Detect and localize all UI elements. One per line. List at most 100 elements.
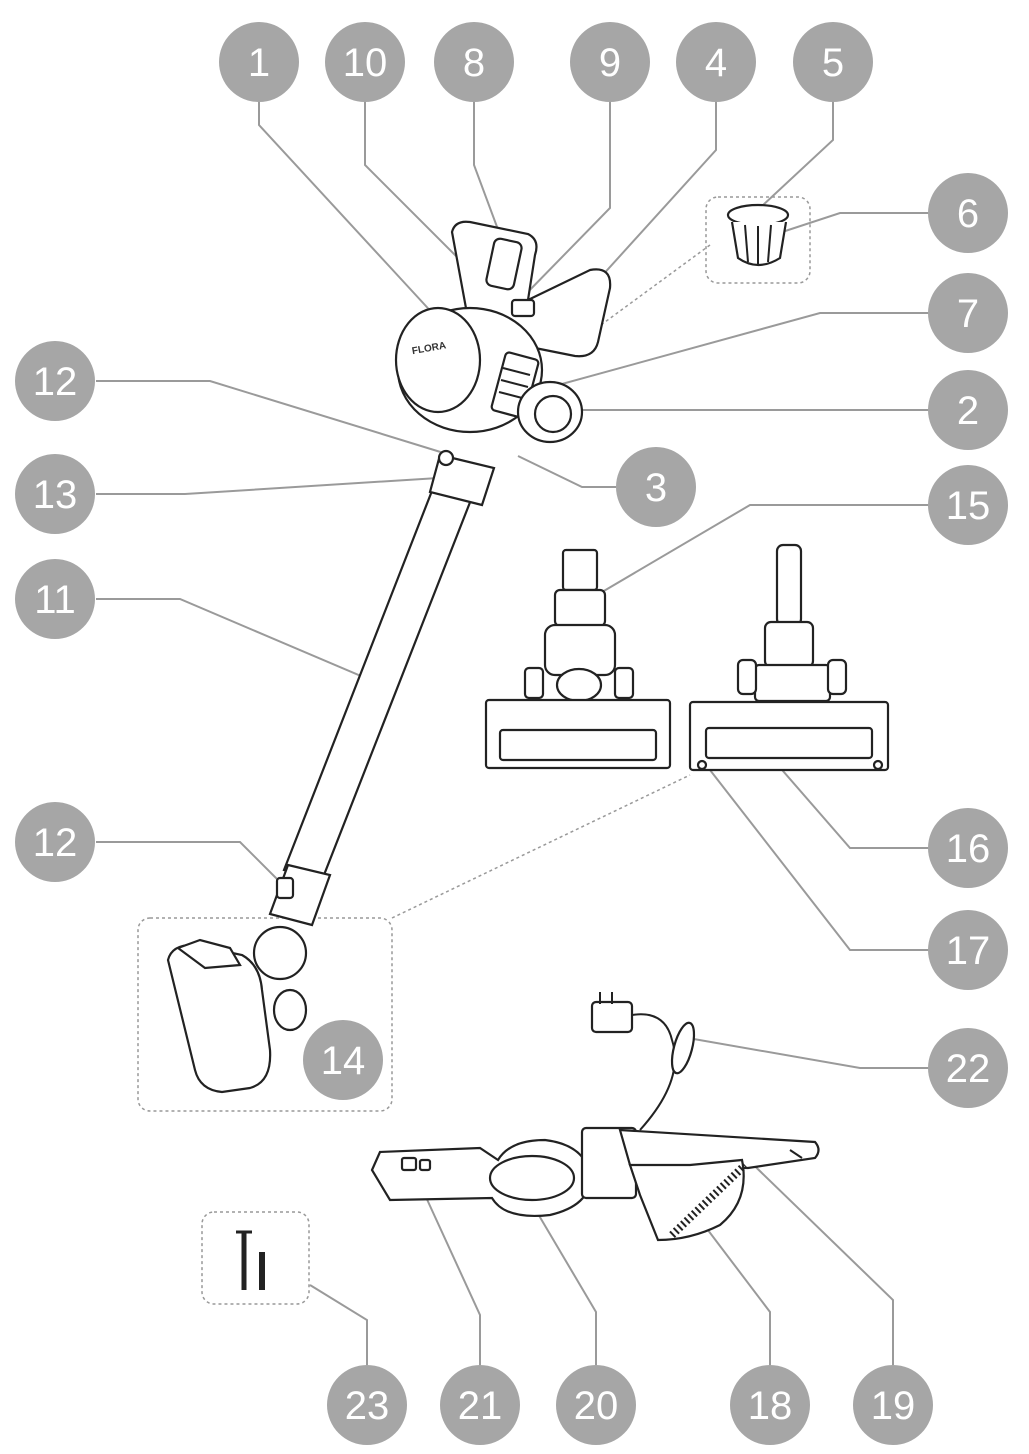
vent-slot <box>500 379 529 388</box>
callout-circle <box>928 370 1008 450</box>
head-b-roller <box>704 726 874 760</box>
filter-pleat <box>767 224 772 263</box>
callout-circle <box>15 559 95 639</box>
head-a-collar <box>553 588 607 628</box>
callout-9: 9 <box>570 22 650 102</box>
callout-circle <box>303 1020 383 1100</box>
head-b-wheel-left <box>736 658 758 696</box>
callout-16: 16 <box>928 808 1008 888</box>
tube-collar-top <box>428 453 496 507</box>
callout-19: 19 <box>853 1365 933 1445</box>
leader-line-6 <box>769 212 930 237</box>
leader-line-3 <box>517 455 616 488</box>
leader-line-1 <box>258 98 449 331</box>
callout-circle <box>15 341 95 421</box>
callout-1: 1 <box>219 22 299 102</box>
filter-link <box>559 244 711 356</box>
leader-line-10 <box>364 98 466 266</box>
leader-line-5 <box>761 98 834 207</box>
callout-4: 4 <box>676 22 756 102</box>
callout-number: 22 <box>946 1047 991 1091</box>
callout-circle <box>327 1365 407 1445</box>
dust-bin-cap <box>394 306 482 414</box>
callout-circle <box>15 454 95 534</box>
callout-circle <box>676 22 756 102</box>
head-b-base <box>753 663 832 703</box>
callout-number: 10 <box>343 41 388 85</box>
head-b-wheel-right <box>826 658 848 696</box>
callout-number: 16 <box>946 827 991 871</box>
callout-number: 13 <box>33 473 78 517</box>
leader-line-17 <box>709 769 930 951</box>
leader-line-12-bottom <box>96 841 286 888</box>
head-a-vent <box>555 667 603 703</box>
callout-circle <box>570 22 650 102</box>
callout-number: 18 <box>748 1384 793 1428</box>
dashed-groupings <box>137 196 811 1305</box>
head-attached-wheel <box>272 988 308 1032</box>
charger-cable <box>631 1013 676 1131</box>
leader-line-7 <box>539 312 930 391</box>
leader-line-15 <box>579 504 930 606</box>
leader-line-22 <box>687 1037 930 1069</box>
head-b-screw <box>872 759 884 771</box>
callout-circle <box>730 1365 810 1445</box>
crevice-tool <box>618 1128 820 1170</box>
leader-line-23 <box>309 1284 368 1365</box>
head-a-roller <box>498 728 658 762</box>
brush-bristles <box>669 1162 748 1238</box>
leader-line-12-top <box>96 380 448 455</box>
callout-number: 23 <box>345 1384 390 1428</box>
callout-circle <box>928 910 1008 990</box>
callout-circle <box>325 22 405 102</box>
callout-number: 3 <box>645 466 667 510</box>
callout-11: 11 <box>15 559 95 639</box>
head-b-screw <box>696 759 708 771</box>
brush-tool <box>628 1158 745 1242</box>
callout-circle <box>616 447 696 527</box>
callout-22: 22 <box>928 1028 1008 1108</box>
callout-number: 12 <box>33 821 78 865</box>
wall-mount-clip <box>400 1156 418 1172</box>
callout-circle <box>928 465 1008 545</box>
mode-button <box>510 298 536 318</box>
callout-circle <box>853 1365 933 1445</box>
crevice-slot <box>789 1149 803 1159</box>
filter-pleat <box>744 224 749 263</box>
release-latch-top <box>437 449 455 467</box>
head-a-joint <box>543 623 617 677</box>
callout-circle <box>434 22 514 102</box>
vent-slot <box>502 367 531 376</box>
callout-5: 5 <box>793 22 873 102</box>
leader-line-8 <box>473 98 504 244</box>
callout-21: 21 <box>440 1365 520 1445</box>
callout-number: 9 <box>599 41 621 85</box>
callout-8: 8 <box>434 22 514 102</box>
leader-line-9 <box>521 98 611 299</box>
callout-circle <box>440 1365 520 1445</box>
wall-mount-accessories <box>370 1126 820 1242</box>
floor-brush-head-a <box>484 548 672 770</box>
floor-head-link <box>391 774 691 919</box>
callout-circle <box>793 22 873 102</box>
callout-3: 3 <box>616 447 696 527</box>
callout-circle <box>928 273 1008 353</box>
head-a-neck <box>561 548 599 592</box>
callout-circle <box>928 1028 1008 1108</box>
callout-number: 19 <box>871 1384 916 1428</box>
callout-20: 20 <box>556 1365 636 1445</box>
leader-line-16 <box>762 747 930 849</box>
wall-mount-clip <box>418 1158 432 1172</box>
callout-14: 14 <box>303 1020 383 1100</box>
callout-23: 23 <box>327 1365 407 1445</box>
callout-15: 15 <box>928 465 1008 545</box>
battery-inner <box>533 394 573 434</box>
floor-head-attached <box>166 925 308 1094</box>
floor-brush-head-b <box>688 543 890 772</box>
power-button <box>485 237 523 291</box>
tube-release-button-bottom <box>275 876 295 900</box>
callout-number: 2 <box>957 389 979 433</box>
callout-number: 15 <box>946 484 991 528</box>
